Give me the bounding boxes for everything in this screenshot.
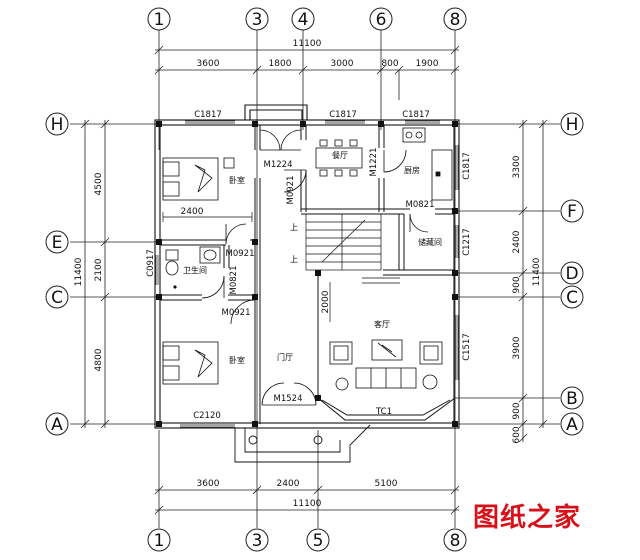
inner-dim-hall: 2000 xyxy=(321,290,331,313)
axis-label-left-c: C xyxy=(51,288,63,308)
dim-right-seg-3: 900 xyxy=(512,276,522,293)
entry-porch-icon xyxy=(234,424,371,463)
kitchen-counter-icon xyxy=(402,127,453,201)
code-m1524: M1524 xyxy=(274,394,303,404)
interior-walls xyxy=(160,125,455,424)
dim-right-seg-4: 3900 xyxy=(512,336,522,359)
inner-dim-bed-width: 2400 xyxy=(181,207,204,217)
staircase xyxy=(305,213,382,271)
stair-up-label-2: 上 xyxy=(290,255,298,264)
dim-top-seg-3: 3000 xyxy=(331,59,354,69)
axis-label-top-8: 8 xyxy=(450,10,461,30)
code-c1217: C1217 xyxy=(462,228,472,256)
sofa-set-icon xyxy=(329,339,443,391)
axis-label-top-6: 6 xyxy=(376,10,387,30)
code-c1817-c: C1817 xyxy=(402,110,430,120)
dim-right-seg-6: 600 xyxy=(512,426,522,443)
dim-right-seg-5: 900 xyxy=(512,402,522,419)
dim-right-seg-2: 2400 xyxy=(512,230,522,253)
axis-label-right-f: F xyxy=(567,202,577,222)
axis-label-right-b: B xyxy=(566,389,578,409)
axis-label-bottom-5: 5 xyxy=(313,531,324,551)
door-swings xyxy=(201,129,429,406)
dim-lines-right xyxy=(518,119,548,443)
dining-table-icon xyxy=(315,139,363,177)
dim-right-seg-1: 3300 xyxy=(512,155,522,178)
windows xyxy=(155,120,459,428)
room-label-living: 客厅 xyxy=(374,319,390,329)
dim-bottom-seg-2: 2400 xyxy=(277,479,300,489)
dim-right-total: 11400 xyxy=(532,257,542,286)
dim-top-seg-1: 3600 xyxy=(197,59,220,69)
stair-up-label-1: 上 xyxy=(290,223,298,232)
code-m0921-b: M0921 xyxy=(226,249,255,259)
code-m0821-a: M0821 xyxy=(406,200,435,210)
dim-left-seg-2: 2100 xyxy=(94,258,104,281)
room-label-foyer: 门厅 xyxy=(277,352,293,362)
code-c0917: C0917 xyxy=(146,249,156,277)
axis-bubbles-left xyxy=(45,112,69,436)
room-label-dining: 餐厅 xyxy=(332,151,348,160)
dim-lines-top xyxy=(154,45,460,100)
dim-lines-bottom xyxy=(154,485,460,515)
axis-label-top-1: 1 xyxy=(154,10,165,30)
code-c2120: C2120 xyxy=(193,411,221,421)
room-label-bath: 卫生间 xyxy=(183,265,207,275)
code-m0921-a: M0921 xyxy=(286,176,296,205)
axis-label-bottom-1: 1 xyxy=(154,531,165,551)
dim-top-seg-2: 1800 xyxy=(269,59,292,69)
code-c1817-a: C1817 xyxy=(194,110,222,120)
dim-left-seg-1: 4500 xyxy=(94,172,104,195)
axis-label-right-d: D xyxy=(565,264,578,284)
axis-label-bottom-3: 3 xyxy=(252,531,263,551)
axis-label-left-e: E xyxy=(52,233,63,253)
code-m1224: M1224 xyxy=(264,160,293,170)
axis-bubbles-right xyxy=(560,112,584,436)
dim-bottom-seg-3: 5100 xyxy=(375,479,398,489)
room-label-storage: 储藏间 xyxy=(418,237,442,247)
axis-label-top-4: 4 xyxy=(298,10,309,30)
room-label-kitchen: 厨房 xyxy=(404,165,420,175)
axis-label-top-3: 3 xyxy=(252,10,263,30)
axis-label-left-h: H xyxy=(51,115,64,135)
axis-label-right-c: C xyxy=(566,288,578,308)
code-tc1: TC1 xyxy=(375,407,392,417)
inner-dim-lines xyxy=(162,212,331,322)
axis-label-right-h: H xyxy=(566,115,579,135)
axis-label-right-a: A xyxy=(566,415,578,435)
code-c1517: C1517 xyxy=(462,333,472,361)
dim-bottom-total: 11100 xyxy=(293,499,322,509)
dim-top-total: 11100 xyxy=(293,39,322,49)
dim-left-total: 11400 xyxy=(74,257,84,286)
bed-bottom-icon xyxy=(162,341,219,385)
code-m0821-b: M0821 xyxy=(229,266,239,295)
axis-label-left-a: A xyxy=(51,415,63,435)
code-c1817-b: C1817 xyxy=(329,110,357,120)
bay-window-icon xyxy=(317,397,456,421)
code-c1817-v: C1817 xyxy=(462,152,472,180)
bathroom-fixtures-icon xyxy=(165,246,221,289)
dim-top-seg-4: 800 xyxy=(381,59,398,69)
dim-left-seg-3: 4800 xyxy=(94,348,104,371)
axis-bubbles-bottom xyxy=(147,528,467,552)
room-label-bedroom-top: 卧室 xyxy=(229,175,245,185)
axis-label-bottom-8: 8 xyxy=(450,531,461,551)
code-m1221: M1221 xyxy=(369,148,379,177)
bed-top-icon xyxy=(162,157,235,201)
code-m0921-c: M0921 xyxy=(222,308,251,318)
room-label-bedroom-bottom: 卧室 xyxy=(229,355,245,365)
axis-bubbles-top xyxy=(147,7,467,31)
watermark: 图纸之家 xyxy=(473,503,582,533)
dim-lines-left xyxy=(80,119,110,429)
axis-lines xyxy=(70,30,560,528)
dim-top-seg-5: 1900 xyxy=(416,59,439,69)
dim-bottom-seg-1: 3600 xyxy=(197,479,220,489)
